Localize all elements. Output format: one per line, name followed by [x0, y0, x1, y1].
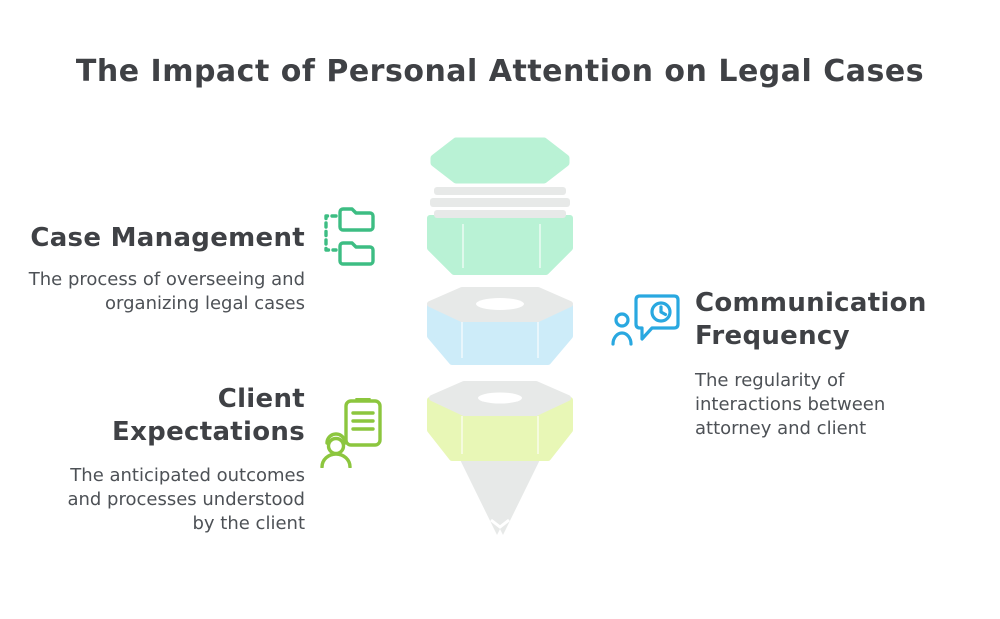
funnel-middle-hole [476, 298, 524, 310]
description-client-expectations: The anticipated outcomes and processes u… [67, 465, 305, 534]
funnel-cone-notch [490, 518, 510, 529]
person-chat-clock-icon [611, 294, 680, 346]
description-case-management: The process of overseeing and organizing… [28, 269, 305, 314]
person-clipboard-icon [320, 398, 382, 468]
heading-case-management: Case Management [30, 223, 305, 253]
page-title: The Impact of Personal Attention on Lega… [75, 54, 925, 89]
funnel-top-body [427, 215, 573, 275]
funnel-middle-facets [461, 322, 539, 358]
folders-icon [324, 207, 375, 266]
funnel-top-cap [430, 137, 570, 184]
funnel-diagram [427, 137, 573, 535]
funnel-top-rings [430, 187, 570, 218]
heading-communication-frequency: Communication Frequency [695, 288, 927, 351]
funnel-bottom-facets [461, 416, 539, 454]
funnel-top-facets [462, 224, 541, 268]
description-communication-frequency: The regularity of interactions between a… [695, 370, 886, 439]
funnel-bottom-hole [478, 392, 522, 404]
heading-client-expectations: Client Expectations [112, 384, 305, 447]
